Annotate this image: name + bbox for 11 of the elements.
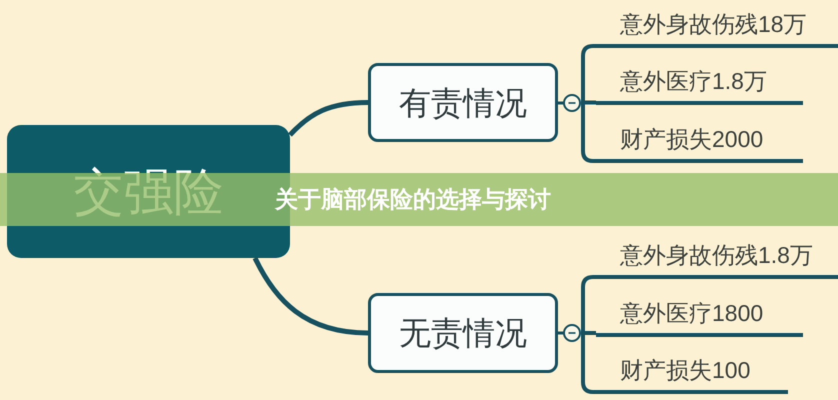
subtopic-label: 意外身故伤残18万 — [596, 6, 838, 48]
subtopic-label: 意外医疗1800 — [596, 295, 803, 337]
subtopic-label: 意外身故伤残1.8万 — [596, 237, 838, 279]
branch-curve — [288, 100, 368, 137]
subtopic-label: 意外医疗1.8万 — [596, 63, 803, 105]
branch-curve — [252, 256, 368, 336]
subtopic-label: 财产损失2000 — [596, 121, 803, 163]
subtopic-label: 财产损失100 — [596, 352, 788, 394]
topic-box: 无责情况 — [368, 293, 558, 373]
connector-line — [581, 100, 596, 104]
topic-box: 有责情况 — [368, 63, 558, 142]
